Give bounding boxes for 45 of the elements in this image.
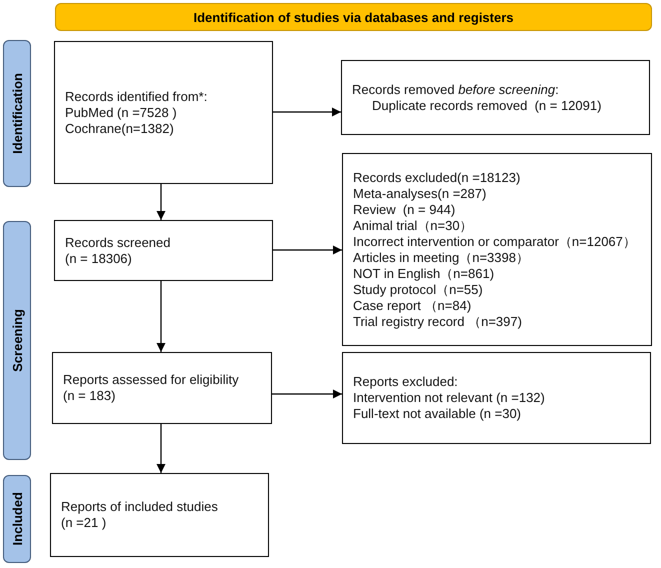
process-box [342, 352, 651, 444]
arrow [273, 108, 341, 116]
box-text: PubMed (n =7528 ) [65, 104, 178, 120]
box-text: Trial registry record （n=397) [353, 314, 523, 330]
phase-label [3, 221, 31, 460]
arrow [272, 390, 342, 398]
box-text: Incorrect intervention or comparator（n=12067） [353, 234, 637, 250]
arrow [156, 281, 166, 352]
box-text: Study protocol（n=55) [353, 282, 484, 298]
box-text: (n = 18306) [65, 250, 133, 266]
box-text: Intervention not relevant (n =132) [353, 390, 546, 406]
box-heading: Reports excluded: [353, 374, 459, 390]
process-box [341, 60, 650, 135]
phase-label [3, 475, 31, 563]
arrow [156, 424, 166, 473]
box-heading: Records excluded(n =18123) [353, 170, 522, 186]
banner-title: Identification of studies via databases and registers [193, 10, 514, 24]
box-heading: Reports of included studies [61, 499, 219, 515]
header-banner [55, 3, 652, 31]
box-text: Articles in meeting（n=3398） [353, 250, 530, 266]
arrow [273, 246, 342, 254]
process-box [50, 473, 269, 557]
box-text: (n =21 ) [61, 515, 108, 531]
box-heading: Records screened [65, 234, 172, 250]
box-text: Full-text not available (n =30) [353, 406, 522, 422]
box-heading: Records removed before screening: [352, 82, 560, 98]
box-text: NOT in English（n=861) [353, 266, 496, 282]
box-text: Cochrane(n=1382) [65, 120, 175, 136]
phase-text: Identification [10, 73, 24, 154]
box-heading: Records identified from*: [65, 88, 208, 104]
phase-label [3, 40, 31, 187]
process-box [342, 153, 652, 346]
phase-text: Included [10, 492, 24, 546]
box-text: Review (n = 944) [353, 202, 456, 218]
arrow [156, 184, 166, 220]
box-text: Case report （n=84) [353, 298, 472, 314]
process-box [54, 220, 273, 281]
box-text: Meta-analyses(n =287) [353, 186, 488, 202]
box-heading: Reports assessed for eligibility [63, 372, 240, 388]
box-text: Duplicate records removed (n = 12091) [371, 98, 602, 114]
phase-text: Screening [10, 309, 24, 372]
process-box [54, 41, 273, 184]
box-text: (n = 183) [63, 388, 116, 404]
box-text: Animal trial（n=30） [353, 218, 474, 234]
process-box [52, 352, 272, 424]
